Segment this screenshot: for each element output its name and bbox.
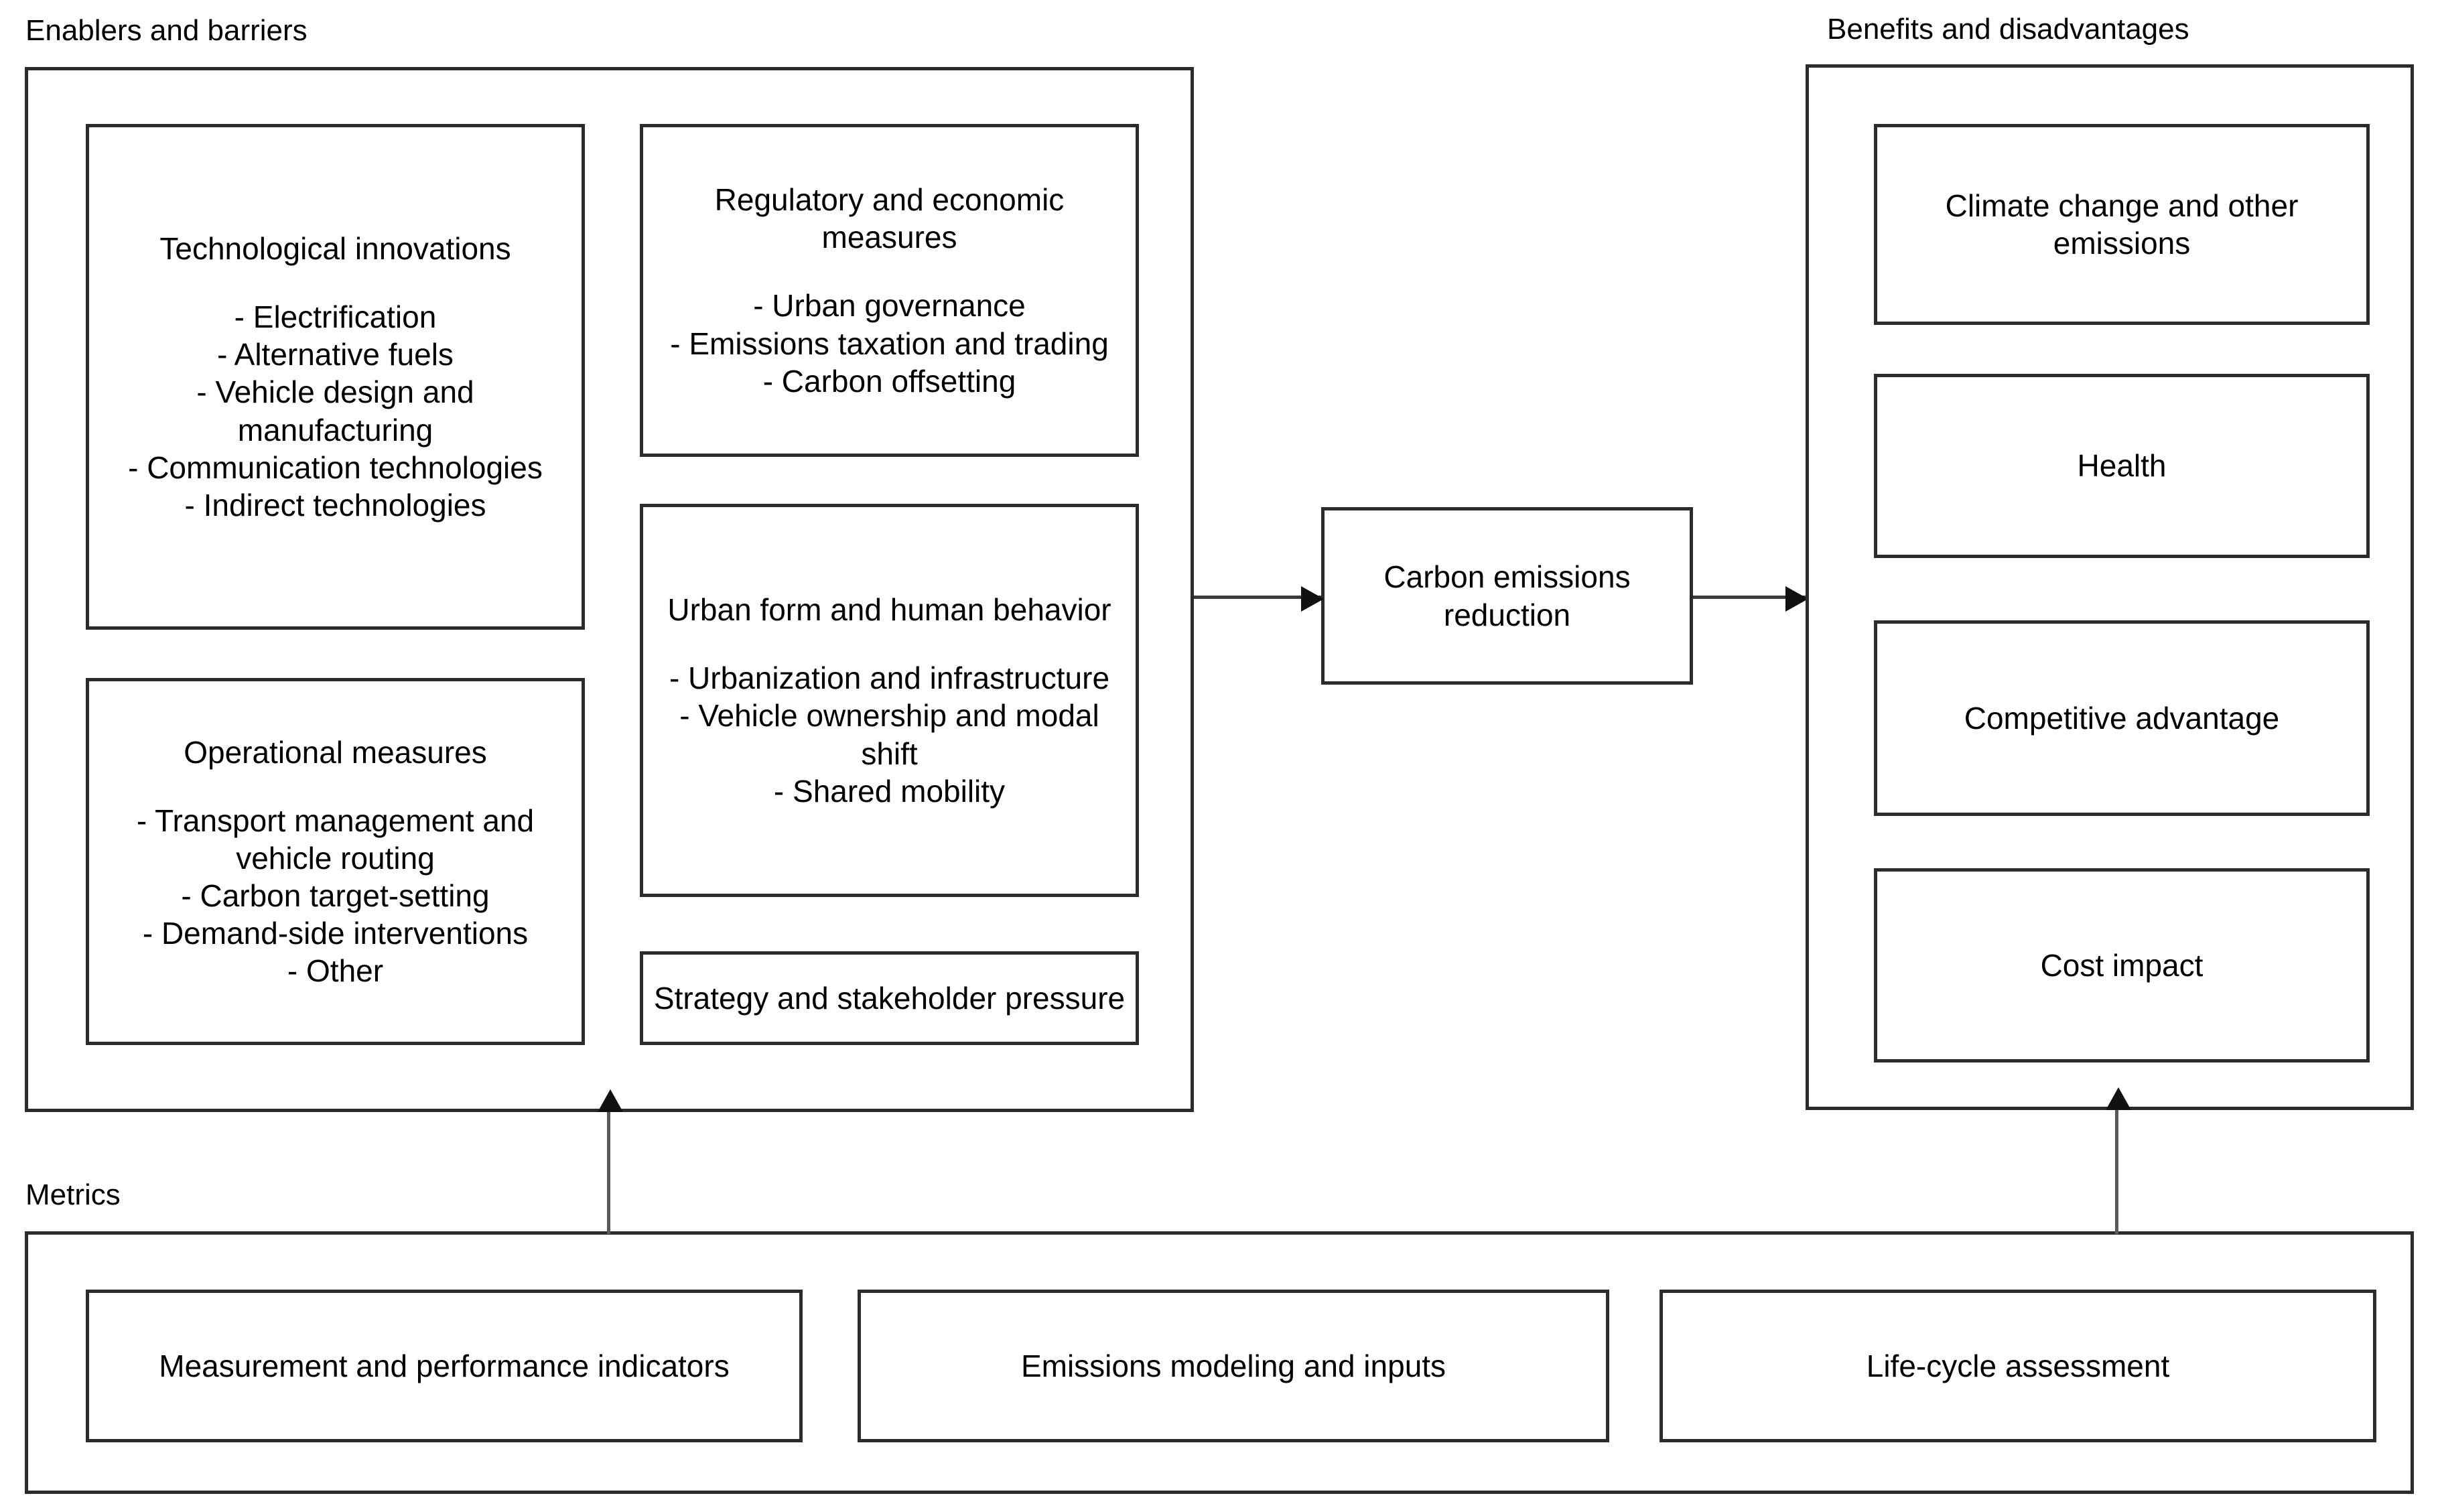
- box-carbon-emissions-reduction[interactable]: Carbon emissions reduction: [1321, 507, 1693, 685]
- list-item: - Alternative fuels: [217, 337, 454, 372]
- box-title: Operational measures: [184, 734, 487, 770]
- box-health[interactable]: Health: [1874, 374, 2370, 558]
- list-item: - Carbon target-setting: [181, 878, 490, 913]
- box-regulatory-economic-measures[interactable]: Regulatory and economic measures - Urban…: [640, 124, 1139, 457]
- box-cost-impact[interactable]: Cost impact: [1874, 868, 2370, 1062]
- list-item: - Emissions taxation and trading: [670, 326, 1109, 361]
- box-title: Measurement and performance indicators: [159, 1348, 730, 1383]
- box-emissions-modeling-and-inputs[interactable]: Emissions modeling and inputs: [858, 1290, 1609, 1442]
- arrow-metrics-to-benefits: [2106, 1087, 2131, 1234]
- list-item: - Shared mobility: [773, 773, 1006, 809]
- box-title: Health: [2077, 448, 2167, 484]
- list-item: - Vehicle design and manufacturing: [196, 374, 474, 448]
- benefits-panel-label: Benefits and disadvantages: [1827, 13, 2189, 46]
- box-technological-innovations[interactable]: Technological innovations - Electrificat…: [86, 124, 585, 630]
- list-item: - Other: [287, 953, 384, 989]
- arrowhead-icon: [2106, 1087, 2131, 1110]
- list-item: - Transport management and vehicle routi…: [136, 803, 535, 876]
- box-title: Climate change and other emissions: [1945, 188, 2299, 261]
- box-item-list: - Transport management and vehicle routi…: [98, 802, 572, 990]
- list-item: - Urbanization and infrastructure: [669, 661, 1110, 696]
- arrow-center-to-benefits: [1693, 586, 1808, 612]
- box-title: Emissions modeling and inputs: [1020, 1348, 1446, 1383]
- arrowhead-icon: [598, 1089, 623, 1112]
- box-urban-form-human-behavior[interactable]: Urban form and human behavior - Urbaniza…: [640, 504, 1139, 897]
- box-title: Carbon emissions reduction: [1383, 559, 1631, 632]
- list-item: - Demand-side interventions: [142, 916, 529, 951]
- box-title: Regulatory and economic measures: [714, 182, 1065, 255]
- box-item-list: - Urban governance - Emissions taxation …: [670, 287, 1109, 399]
- list-item: - Communication technologies: [128, 450, 543, 485]
- arrowhead-icon: [1785, 586, 1808, 612]
- box-strategy-stakeholder-pressure[interactable]: Strategy and stakeholder pressure: [640, 951, 1139, 1045]
- list-item: - Urban governance: [753, 288, 1026, 324]
- box-measurement-and-performance-indicators[interactable]: Measurement and performance indicators: [86, 1290, 803, 1442]
- enablers-panel-label: Enablers and barriers: [25, 14, 308, 47]
- box-item-list: - Electrification - Alternative fuels - …: [98, 298, 572, 524]
- list-item: - Electrification: [234, 299, 437, 335]
- metrics-panel-label: Metrics: [25, 1178, 121, 1211]
- box-competitive-advantage[interactable]: Competitive advantage: [1874, 620, 2370, 816]
- box-title: Competitive advantage: [1964, 700, 2280, 736]
- list-item: - Carbon offsetting: [762, 363, 1016, 399]
- arrow-metrics-to-enablers: [598, 1089, 623, 1234]
- arrowhead-icon: [1301, 586, 1324, 612]
- box-climate-change-and-other-emissions[interactable]: Climate change and other emissions: [1874, 124, 2370, 325]
- list-item: - Indirect technologies: [184, 487, 486, 523]
- box-title: Urban form and human behavior: [667, 592, 1111, 628]
- box-title: Cost impact: [2040, 947, 2204, 983]
- box-operational-measures[interactable]: Operational measures - Transport managem…: [86, 678, 585, 1045]
- box-title: Strategy and stakeholder pressure: [653, 980, 1126, 1016]
- list-item: - Vehicle ownership and modal shift: [679, 698, 1099, 771]
- box-title: Life-cycle assessment: [1866, 1348, 2170, 1383]
- box-life-cycle-assessment[interactable]: Life-cycle assessment: [1660, 1290, 2376, 1442]
- arrow-enablers-to-center: [1194, 586, 1324, 612]
- box-title: Technological innovations: [159, 231, 511, 267]
- box-item-list: - Urbanization and infrastructure - Vehi…: [653, 659, 1126, 809]
